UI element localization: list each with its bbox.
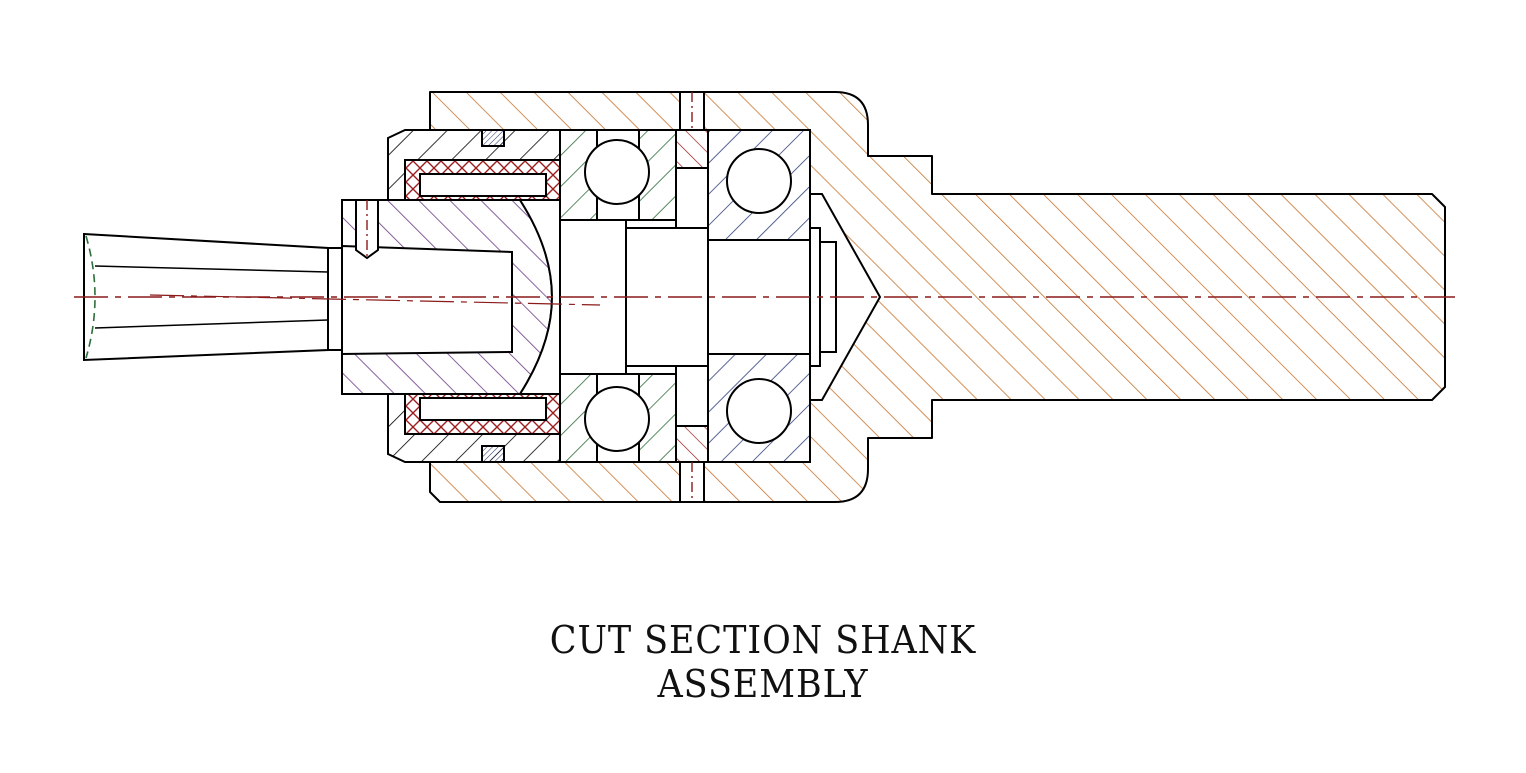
tool-holder-sleeve: [341, 199, 561, 395]
seal-cage: [404, 159, 561, 435]
rear-ball-bearing: [707, 129, 811, 463]
set-screw: [355, 199, 379, 260]
front-ball-bearing: [559, 129, 677, 463]
centerline: [74, 294, 1455, 306]
lubrication-hole: [679, 91, 705, 503]
caption-line-1: CUT SECTION SHANK: [549, 618, 977, 662]
caption-line-2: ASSEMBLY: [657, 662, 869, 706]
o-ring: [481, 129, 505, 463]
